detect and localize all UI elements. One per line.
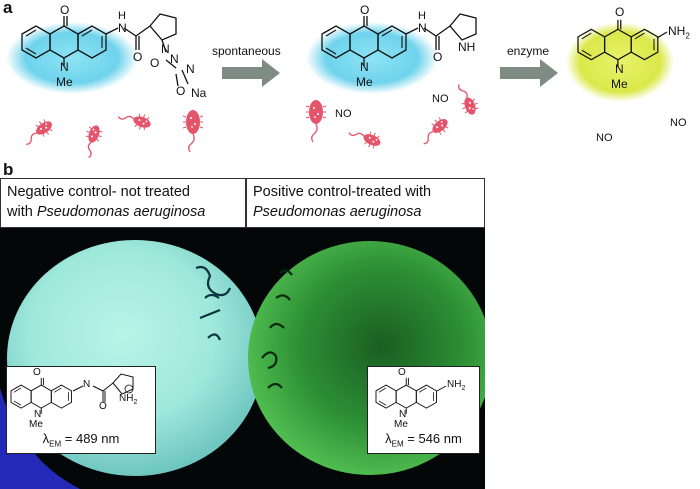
label-methyl-1: Me: [56, 75, 73, 89]
arrow-enzyme-label: enzyme: [507, 44, 550, 58]
neg-struct-amide-n: N: [83, 379, 91, 390]
pos-struct-carbonyl-o: O: [398, 367, 406, 378]
bacteria-group-1: [19, 105, 204, 160]
no-radical-1: NO: [335, 108, 352, 120]
label-nh2: NH2: [668, 24, 690, 41]
probe-1-side-chain: [105, 13, 189, 87]
pos-struct-nh2: NH2: [447, 379, 466, 392]
label-pyrrolidine-n-1: N: [161, 42, 170, 56]
positive-structure-box: O N Me NH2 λEM = 546 nm: [367, 366, 480, 454]
label-amide-o-1: O: [133, 50, 143, 64]
negative-structure-box: O N Me N O NH2 λEM = 489 nm: [6, 366, 156, 454]
label-ring-n-2: N: [360, 60, 369, 74]
negative-caption-line1: Negative control- not treated: [7, 184, 190, 200]
label-diazeniumdiolate-o-2: O: [176, 84, 186, 98]
reaction-scheme: O N Me N H O N N O N O Na spontaneous en…: [0, 0, 700, 178]
label-diazeniumdiolate-o-1: O: [150, 56, 160, 70]
handwritten-label-right: [261, 269, 293, 389]
petri-dish-photo: O N Me N O NH2 λEM = 489 nm O N Me NH2 λ…: [0, 228, 485, 489]
neg-struct-carbonyl-o: O: [33, 367, 41, 378]
label-carbonyl-o-2: O: [360, 3, 370, 17]
arrow-spontaneous: [222, 59, 280, 87]
probe-glow: [6, 22, 138, 94]
label-ring-n-3: N: [615, 62, 624, 76]
panel-a-label: a: [3, 0, 13, 17]
panel-b-label: b: [3, 160, 14, 179]
label-amide-o-2: O: [433, 50, 443, 64]
label-amide-n-2: N: [418, 21, 427, 35]
pos-struct-ring-n: N: [399, 409, 407, 420]
arrow-enzyme: [500, 59, 558, 87]
label-sodium: Na: [191, 86, 207, 100]
negative-caption-line2: with Pseudomonas aeruginosa: [7, 204, 206, 220]
no-radical-2: NO: [432, 93, 449, 105]
arrow-spontaneous-label: spontaneous: [212, 44, 281, 58]
label-amide-h-1: H: [118, 10, 126, 22]
positive-control-caption: Positive control-treated with Pseudomona…: [246, 178, 485, 228]
neg-struct-nh2: NH2: [119, 393, 138, 406]
label-nitrogen-1: N: [170, 52, 179, 66]
label-carbonyl-o-1: O: [60, 3, 70, 17]
positive-caption-line1: Positive control-treated with: [253, 184, 432, 200]
blue-glare: [0, 388, 80, 489]
neg-struct-amide-o: O: [99, 401, 107, 412]
intermediate-glow: [306, 22, 438, 94]
label-methyl-2: Me: [356, 75, 373, 89]
product-glow: [566, 22, 674, 102]
product-amine-bond: [656, 31, 668, 39]
no-radical-3: NO: [596, 132, 613, 144]
neg-struct-ring-n: N: [34, 409, 42, 420]
lambda-em-positive: λEM = 546 nm: [385, 431, 462, 449]
lambda-em-negative: λEM = 489 nm: [42, 431, 120, 449]
label-carbonyl-o-3: O: [615, 5, 625, 19]
positive-caption-line2: Pseudomonas aeruginosa: [253, 204, 422, 220]
pos-struct-methyl: Me: [394, 419, 408, 430]
intermediate-side-chain: [405, 13, 477, 50]
negative-control-caption: Negative control- not treated with Pseud…: [0, 178, 246, 228]
no-radical-4: NO: [670, 117, 687, 129]
neg-struct-methyl: Me: [29, 419, 43, 430]
label-amide-h-2: H: [418, 10, 426, 22]
label-nh: NH: [458, 40, 476, 54]
label-nitrogen-2: N: [186, 62, 195, 76]
label-amide-n-1: N: [118, 21, 127, 35]
panel-b-figure: Negative control- not treated with Pseud…: [0, 178, 485, 489]
handwritten-label-left: [195, 265, 232, 341]
label-methyl-3: Me: [611, 77, 628, 91]
label-ring-n-1: N: [60, 60, 69, 74]
